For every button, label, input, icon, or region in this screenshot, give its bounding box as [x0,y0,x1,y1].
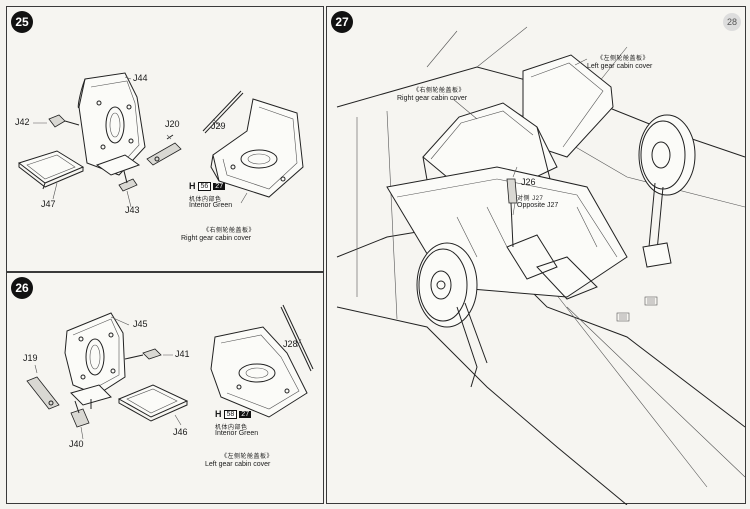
step-27-panel: 27 28 [326,6,746,505]
right-cover-cn: 《右侧轮舱盖板》 [413,88,466,94]
label-j40: J40 [69,439,84,449]
caption-cn: 《右侧轮舱盖板》 [203,228,256,234]
step-27-drawing [336,26,746,505]
right-wheel [416,242,488,388]
label-j26: J26 [521,177,536,187]
paint-name-cn: 机体内部色 [215,425,248,431]
step-26-badge: 26 [11,277,33,299]
part-j19 [26,376,60,410]
assembled-cover-26 [210,326,308,418]
label-j29: J29 [211,121,226,131]
part-j45 [64,312,126,396]
step-27-badge: 27 [331,11,353,33]
right-cover-en: Right gear cabin cover [397,95,468,102]
part-j26 [506,178,518,248]
label-j42: J42 [15,117,30,127]
left-cover-cn: 《左侧轮舱盖板》 [597,56,650,62]
paint-box-1: 58 [223,409,238,419]
left-wheel [638,114,696,268]
caption-en: Right gear cabin cover [181,235,252,242]
opposite-j27-en: Opposite J27 [517,202,559,209]
part-j42 [48,114,80,128]
label-j46: J46 [173,427,188,437]
step-25-drawing [17,72,304,208]
step-25-panel: 25 [6,6,324,272]
label-j41: J41 [175,349,190,359]
paint-box-2: 27 [213,182,226,190]
label-j44: J44 [133,73,148,83]
paint-code: H [189,181,196,191]
part-j47 [17,150,85,190]
left-cover-en: Left gear cabin cover [587,63,653,70]
step-26-drawing [26,304,314,440]
label-j43: J43 [125,205,140,215]
step-26-panel: 26 [6,272,324,504]
paint-name-en: Interior Green [189,202,233,209]
caption-cn: 《左侧轮舱盖板》 [221,454,274,460]
caption-en: Left gear cabin cover [205,461,271,468]
part-j41 [124,348,162,360]
paint-callout-26: H 58 27 [215,409,252,419]
part-j28 [280,304,314,372]
label-j19: J19 [23,353,38,363]
paint-box-1: 56 [197,181,212,191]
assembled-cover-25 [210,98,304,198]
paint-box-2: 27 [239,410,252,418]
paint-code: H [215,409,222,419]
label-j47: J47 [41,199,56,209]
part-j46 [117,384,189,422]
opposite-j27-cn: 对侧 J27 [517,196,544,202]
part-j29 [202,90,244,134]
hatch-marks [616,296,658,322]
paint-name-en: Interior Green [215,430,259,437]
part-j20 [146,134,182,166]
part-j40 [70,400,90,428]
label-j20: J20 [165,119,180,129]
label-j28: J28 [283,339,298,349]
paint-name-cn: 机体内部色 [189,197,222,203]
label-j45: J45 [133,319,148,329]
paint-callout-25: H 56 27 [189,181,226,191]
step-25-badge: 25 [11,11,33,33]
page-number: 28 [723,13,741,31]
